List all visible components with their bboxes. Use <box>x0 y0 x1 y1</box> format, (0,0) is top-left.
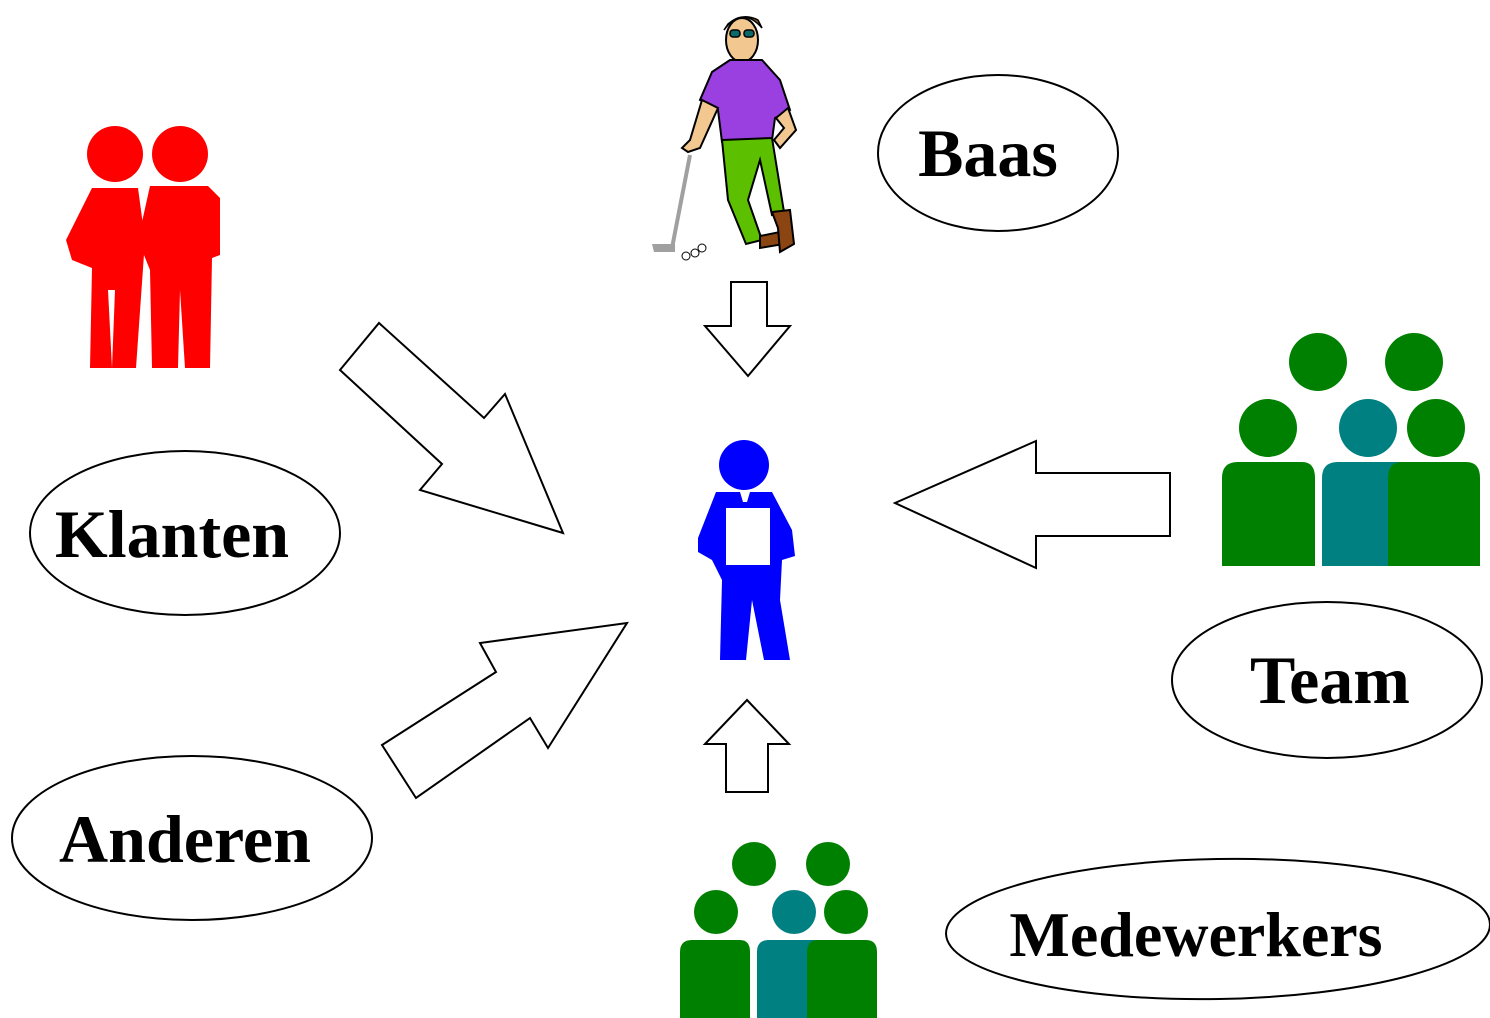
baas-label: Baas <box>877 74 1119 232</box>
arrow-down-from-baas <box>702 281 793 378</box>
medewerkers-group-icon <box>680 842 877 1018</box>
klanten-label: Klanten <box>29 450 341 616</box>
team-group-icon <box>1222 333 1480 566</box>
arrow-from-anderen <box>380 621 629 800</box>
medewerkers-text: Medewerkers <box>1009 899 1382 970</box>
person-with-clipboard-icon <box>698 440 795 660</box>
baas-text: Baas <box>918 115 1058 191</box>
arrow-from-team <box>892 439 1171 570</box>
team-text: Team <box>1250 642 1410 718</box>
team-label: Team <box>1171 601 1483 759</box>
medewerkers-label: Medewerkers <box>945 857 1490 1001</box>
klanten-text: Klanten <box>55 496 289 572</box>
klanten-people-icon <box>66 126 220 368</box>
anderen-label: Anderen <box>11 755 373 921</box>
golfer-boss-icon <box>652 16 798 261</box>
arrow-from-klanten <box>338 321 565 535</box>
arrow-up-from-medewerkers <box>702 698 792 793</box>
anderen-text: Anderen <box>59 801 311 877</box>
